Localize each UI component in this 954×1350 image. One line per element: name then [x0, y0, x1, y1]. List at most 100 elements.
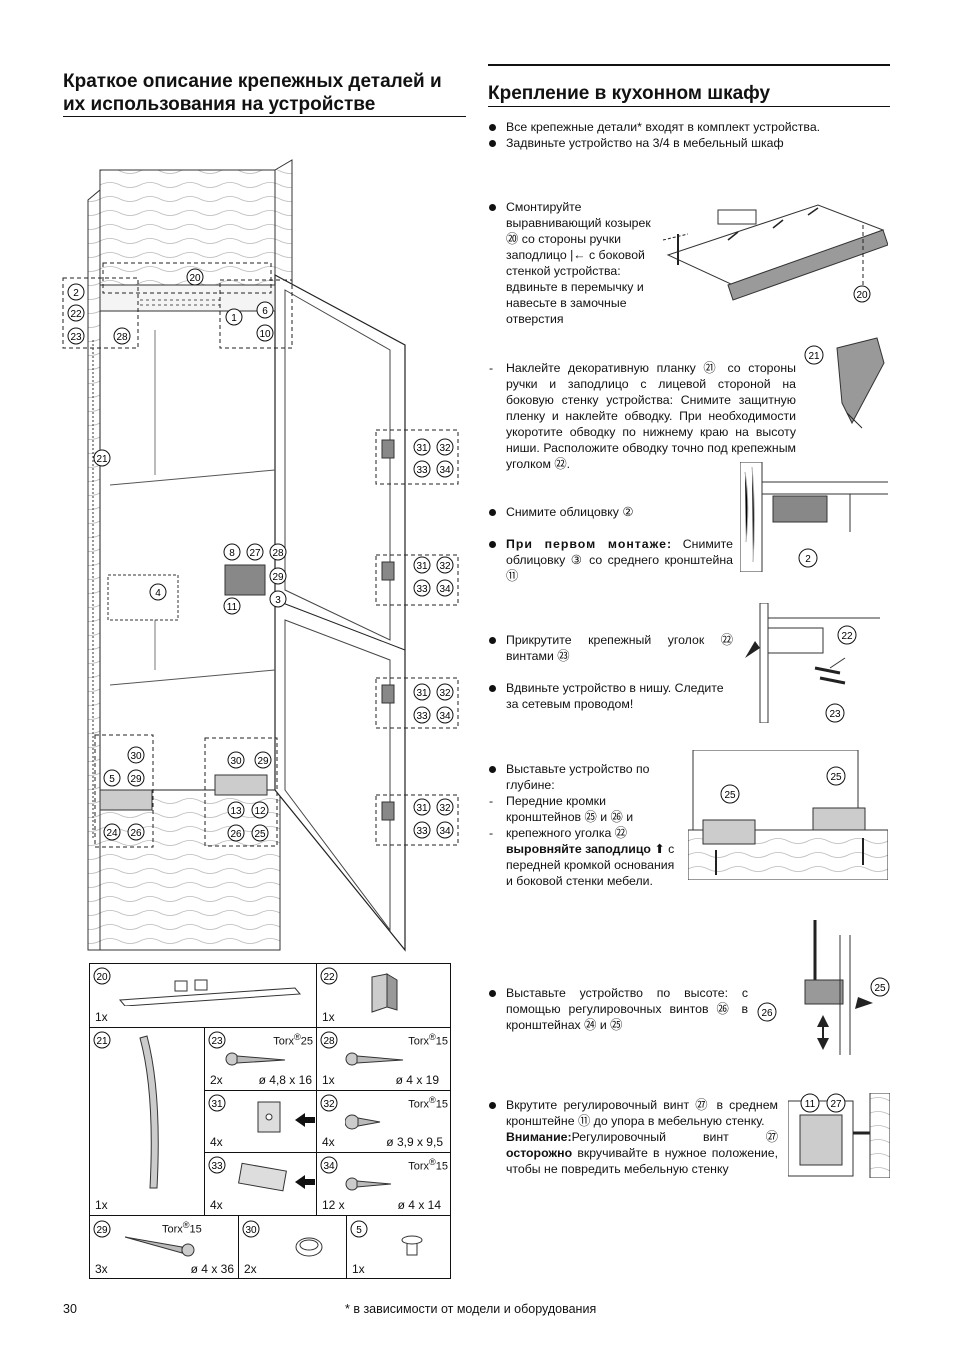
- part-cell-34: 34 Torx®15 12 x ø 4 x 14: [317, 1153, 451, 1215]
- part-number: 32: [323, 1099, 335, 1110]
- mid-bracket-illustration: 11 27: [788, 1093, 890, 1178]
- callout-badge: 3: [269, 590, 287, 613]
- part-cell-22: 22 1x: [317, 964, 451, 1027]
- callout-label: 34: [439, 826, 451, 837]
- callout-label: 32: [439, 803, 451, 814]
- step-text: Снимите облицовку ②: [488, 504, 733, 520]
- main-cabinet-illustration: [62, 159, 459, 952]
- step-text: Вкрутите регулировочный винт ㉗ в среднем…: [506, 1098, 778, 1128]
- callout-badge: 8: [223, 543, 241, 566]
- torx-size: 15: [435, 1160, 448, 1173]
- callout-badge: 29: [254, 751, 272, 774]
- torx-label: Torx: [162, 1223, 183, 1236]
- top-rule: [488, 64, 890, 66]
- callout-label: 11: [805, 1099, 816, 1110]
- callout-badge: 32: [436, 556, 454, 579]
- callout-label: 13: [230, 806, 242, 817]
- callout-badge: 28: [269, 543, 287, 566]
- part-cell-5: 5 1x: [347, 1216, 450, 1279]
- callout-label: 29: [130, 774, 142, 785]
- callout-label: 32: [439, 688, 451, 699]
- part-size: ø 4,8 x 16: [258, 1073, 312, 1087]
- part-number: 31: [211, 1099, 223, 1110]
- callout-label: 29: [272, 572, 284, 583]
- cover-bar-illustration: 20: [662, 204, 888, 303]
- callout-badge: 23: [67, 327, 85, 350]
- part-qty: 1x: [95, 1198, 108, 1212]
- step-bold: При первом монтаже:: [506, 537, 673, 551]
- part-size: ø 3,9 x 9,5: [386, 1135, 443, 1149]
- intro-item: Все крепежные детали* входят в комплект …: [488, 119, 888, 135]
- intro-item: Задвиньте устройство на 3/4 в мебельный …: [488, 135, 888, 151]
- callout-label: 25: [724, 790, 736, 801]
- registered-mark: ®: [429, 1032, 436, 1042]
- callout-label: 8: [229, 548, 235, 559]
- callout-label: 25: [874, 983, 886, 994]
- step-text: крепежного уголка ㉒: [506, 826, 628, 840]
- callout-badge: 32: [436, 438, 454, 461]
- callout-badge: 29: [127, 769, 145, 792]
- part-qty: 1x: [352, 1262, 365, 1276]
- callout-badge: 31: [413, 438, 431, 461]
- part-cell-28: 28 Torx®15 1x ø 4 x 19: [317, 1028, 451, 1090]
- callout-label: 2: [73, 288, 79, 299]
- callout-label: 22: [70, 309, 82, 320]
- callout-badge: 10: [256, 324, 274, 347]
- callout-badge: 2: [67, 283, 85, 306]
- part-cell-23: 23 Torx®25 2x ø 4,8 x 16: [205, 1028, 316, 1090]
- callout-badge: 4: [149, 583, 167, 606]
- callout-label: 26: [130, 828, 142, 839]
- callout-label: 27: [830, 1099, 842, 1110]
- callout-label: 3: [275, 595, 281, 606]
- callout-label: 6: [262, 306, 268, 317]
- callout-label: 34: [439, 711, 451, 722]
- callout-badge: 33: [413, 706, 431, 729]
- part-number: 23: [211, 1036, 223, 1047]
- part-number: 20: [96, 972, 108, 983]
- parts-table: 20 1x 22 1x 21 1x 23 Torx®25 2x ø 4,8 x …: [89, 963, 451, 1279]
- callout-badge: 29: [269, 567, 287, 590]
- torx-size: 25: [300, 1035, 313, 1048]
- step-7: Выставьте устройство по глубине: Передни…: [488, 761, 680, 889]
- callout-badge: 26: [127, 823, 145, 846]
- part-qty: 1x: [95, 1010, 108, 1024]
- registered-mark: ®: [429, 1095, 436, 1105]
- callout-label: 5: [109, 774, 115, 785]
- callout-label: 30: [130, 751, 142, 762]
- callout-label: 31: [416, 443, 428, 454]
- part-qty: 4x: [210, 1135, 223, 1149]
- step-text: Прикрутите крепежный уголок ㉒ винтами ㉓: [488, 632, 733, 664]
- step-6: Вдвиньте устройство в нишу. Следите за с…: [488, 680, 738, 712]
- callout-badge: 12: [251, 801, 269, 824]
- part-number: 33: [211, 1161, 223, 1172]
- callout-badge: 30: [227, 751, 245, 774]
- registered-mark: ®: [182, 1220, 190, 1230]
- callout-badge: 1: [225, 308, 243, 331]
- callout-badge: 11: [223, 597, 241, 620]
- part-number: 29: [96, 1225, 108, 1236]
- step-bold: Внимание:: [506, 1130, 572, 1144]
- callout-label: 31: [416, 803, 428, 814]
- part-number: 28: [323, 1036, 335, 1047]
- callout-label: 33: [416, 584, 428, 595]
- callout-label: 11: [227, 602, 238, 613]
- part-number: 22: [323, 972, 335, 983]
- callout-label: 25: [254, 829, 266, 840]
- part-size: ø 4 x 14: [397, 1198, 441, 1212]
- torx-label: Torx: [273, 1035, 294, 1048]
- part-qty: 12 x: [322, 1198, 345, 1212]
- callout-badge: 33: [413, 460, 431, 483]
- callout-badge: 33: [413, 579, 431, 602]
- callout-label: 30: [230, 756, 242, 767]
- callout-badge: 31: [413, 798, 431, 821]
- callout-label: 2: [805, 554, 811, 565]
- step-text: Смонтируйте выравнивающий козырек ⑳ со с…: [488, 199, 658, 327]
- bracket-screw-illustration: 22 23: [745, 603, 880, 723]
- callout-badge: 27: [246, 543, 264, 566]
- callout-label: 4: [155, 588, 161, 599]
- height-adjust-illustration: 26 25: [757, 920, 890, 1055]
- callout-label: 34: [439, 584, 451, 595]
- left-title-rule: [63, 116, 466, 117]
- step-text: с передней кромкой основания и боковой с…: [506, 842, 675, 888]
- callout-label: 24: [106, 828, 118, 839]
